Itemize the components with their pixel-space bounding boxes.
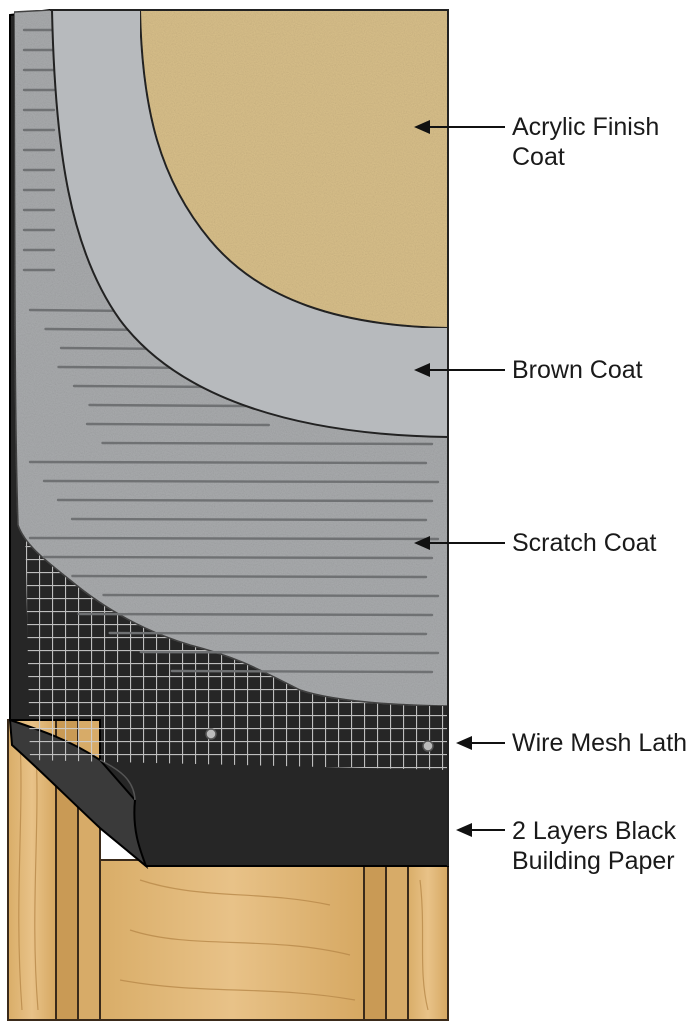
scratch-groove	[108, 631, 428, 636]
label-line: Brown Coat	[512, 356, 643, 384]
scratch-groove	[70, 517, 428, 522]
scratch-groove	[139, 650, 440, 655]
fastener-icon	[422, 740, 434, 752]
arrow-icon	[414, 536, 505, 550]
leader-arrows	[414, 120, 505, 837]
scratch-groove	[101, 441, 434, 446]
label-brown-coat: Brown Coat	[512, 355, 643, 385]
label-line: Acrylic Finish	[512, 113, 660, 141]
label-line: Wire Mesh Lath	[512, 729, 687, 757]
scratch-groove	[28, 460, 428, 465]
arrow-icon	[414, 363, 505, 377]
scratch-groove	[72, 384, 225, 389]
label-wire-mesh-lath: Wire Mesh Lath	[512, 728, 687, 758]
scratch-groove	[102, 593, 440, 598]
arrow-icon	[456, 736, 505, 750]
scratch-groove	[71, 574, 428, 579]
fastener-icon	[205, 728, 217, 740]
scratch-groove	[85, 422, 270, 427]
scratch-groove	[170, 669, 434, 674]
label-line: Coat	[512, 143, 565, 171]
scratch-groove	[77, 612, 434, 617]
label-scratch-coat: Scratch Coat	[512, 528, 657, 558]
scratch-groove	[28, 536, 440, 541]
scratch-groove	[42, 479, 440, 484]
acrylic-finish-layer	[138, 9, 449, 330]
label-line: Scratch Coat	[512, 529, 657, 557]
label-building-paper: 2 Layers Black Building Paper	[512, 816, 676, 876]
label-line: Building Paper	[512, 847, 675, 875]
arrow-icon	[456, 823, 505, 837]
label-acrylic-finish-coat: Acrylic Finish Coat	[512, 112, 659, 172]
label-line: 2 Layers Black	[512, 817, 676, 845]
scratch-groove	[42, 555, 434, 560]
scratch-groove	[88, 403, 248, 408]
scratch-groove	[56, 498, 434, 503]
arrow-icon	[414, 120, 505, 134]
